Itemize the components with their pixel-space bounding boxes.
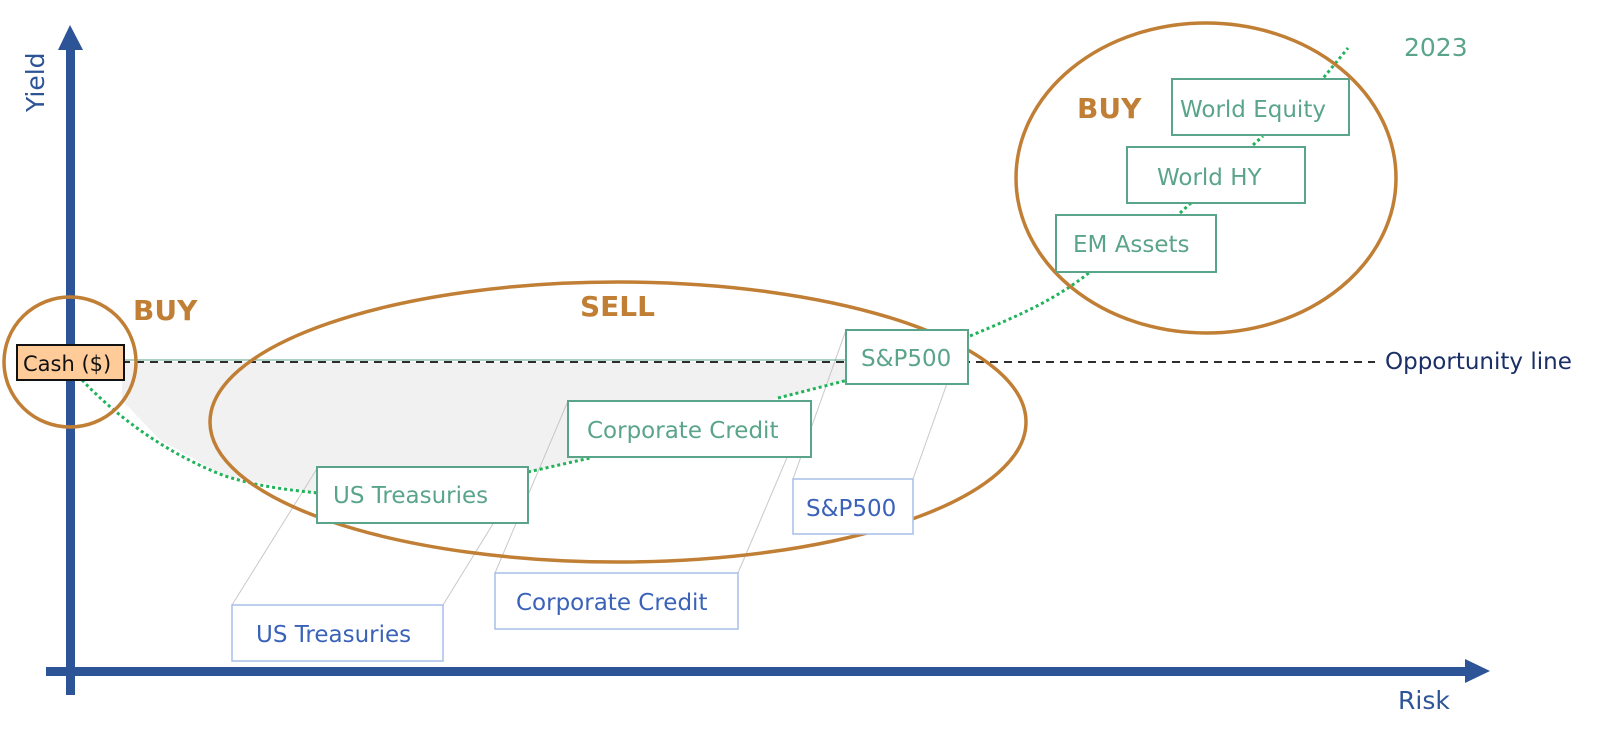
buy-cash-label: BUY <box>133 294 198 327</box>
x-axis <box>46 659 1490 683</box>
opportunity-gap-shading <box>122 362 848 493</box>
prev-box-corporate-credit: Corporate Credit <box>494 572 739 630</box>
x-axis-label: Risk <box>1398 686 1450 715</box>
box-us-treasuries: US Treasuries <box>316 466 529 524</box>
box-world-hy: World HY <box>1126 146 1306 204</box>
buy-cash-zone <box>2 295 138 429</box>
sell-zone <box>208 280 1028 564</box>
y-axis-arrowhead <box>58 25 83 50</box>
sell-label: SELL <box>580 290 655 323</box>
connector-line <box>494 400 569 574</box>
box-label: S&P500 <box>861 346 951 372</box>
box-world-equity: World Equity <box>1171 78 1350 136</box>
buy-risk-label: BUY <box>1077 92 1142 125</box>
box-label: World Equity <box>1180 97 1326 123</box>
prev-box-label: Corporate Credit <box>516 590 707 616</box>
buy-risk-zone <box>1014 21 1398 335</box>
yield-curve <box>80 47 1350 495</box>
prev-box-us-treasuries: US Treasuries <box>231 604 444 662</box>
prev-box-sp500: S&P500 <box>792 478 914 535</box>
opportunity-line-label: Opportunity line <box>1385 349 1572 375</box>
prev-box-label: S&P500 <box>806 496 896 522</box>
box-corporate-credit: Corporate Credit <box>567 400 812 458</box>
box-sp500: S&P500 <box>845 329 969 385</box>
box-label: Corporate Credit <box>587 418 778 444</box>
box-label: World HY <box>1157 165 1263 191</box>
cash-label: Cash ($) <box>23 352 111 376</box>
box-em-assets: EM Assets <box>1055 214 1217 273</box>
box-label: US Treasuries <box>333 483 488 509</box>
x-axis-arrowhead <box>1465 659 1490 683</box>
year-label: 2023 <box>1404 33 1468 62</box>
box-label: EM Assets <box>1073 232 1190 258</box>
prev-box-label: US Treasuries <box>256 622 411 648</box>
cash-box: Cash ($) <box>16 344 125 381</box>
y-axis-label: Yield <box>21 52 50 113</box>
